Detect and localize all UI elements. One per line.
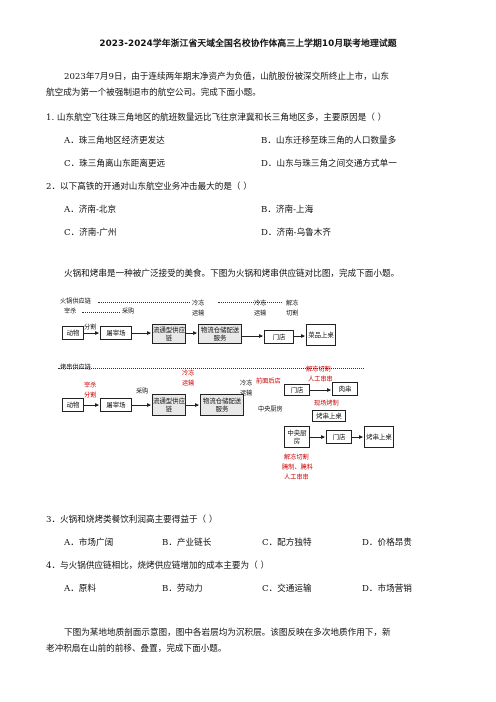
- label-cold2: 冷冻: [254, 300, 267, 307]
- q1-option-c[interactable]: C．珠三角离山东距离更远: [64, 159, 166, 169]
- label-split: 分割: [84, 324, 97, 331]
- q4-option-d[interactable]: D．市场营销: [362, 584, 412, 594]
- intro1-line1: 2023年7月9日，由于连续两年期末净资产为负值，山航股份被深交所终止上市，山东: [64, 72, 389, 82]
- bottom-chain-label: 烤串供应链: [60, 364, 91, 371]
- label-thaw-cut: 解冻切割: [306, 366, 331, 373]
- label-transport1: 运输: [192, 310, 205, 317]
- label-manual2: 人工串串: [284, 474, 309, 481]
- q4-option-c[interactable]: C．交通运输: [262, 584, 312, 594]
- bottom-box-logistics: 物流仓储配送服务: [200, 394, 244, 416]
- box-logistics: 物流仓储配送服务: [198, 324, 242, 344]
- q4-option-b[interactable]: B．劳动力: [162, 584, 203, 594]
- q1-stem: 1. 山东航空飞往珠三角地区的航班数量远比飞往京津冀和长三角地区多，主要原因是（…: [46, 113, 387, 123]
- label-transport2: 运输: [254, 310, 267, 317]
- label-thaw: 解冻: [286, 300, 299, 307]
- label-marinate: 腌制、腌料: [282, 464, 313, 471]
- bottom-label-split: 分割: [84, 392, 97, 399]
- q4-option-a[interactable]: A．原料: [64, 584, 96, 594]
- intro3-line1: 下图为某地地质剖面示意图，图中各岩层均为沉积层。该图反映在多次地质作用下，新: [64, 628, 391, 638]
- bottom-box-store: 门店: [326, 430, 352, 444]
- q3-option-a[interactable]: A．市场广阔: [64, 538, 114, 548]
- box-meat-skewer: 肉串: [332, 382, 358, 396]
- bottom-label-cold1: 冷冻: [182, 370, 195, 377]
- q2-option-a[interactable]: A．济南-北京: [64, 205, 117, 215]
- q3-option-b[interactable]: B．产业链长: [162, 538, 212, 548]
- q2-option-c[interactable]: C．济南-广州: [64, 228, 117, 238]
- box-serve: 菜品上桌: [306, 324, 336, 346]
- bottom-box-slaughterhouse: 屠宰场: [100, 398, 132, 412]
- intro3-line2: 老冲积扇在山前的前移、叠置，完成下面小题。: [46, 644, 227, 654]
- q3-option-c[interactable]: C．配方独特: [262, 538, 312, 548]
- supply-chain-diagram: 火锅供应链 宰杀 采购 冷冻 运输 冷冻 运输 解冻 切割 分割 动物 屠宰场 …: [58, 294, 438, 504]
- bottom-box-store-front: 门店: [284, 384, 310, 396]
- bottom-label-transport1: 运输: [182, 380, 195, 387]
- q1-option-a[interactable]: A．珠三角地区经济更发达: [64, 136, 165, 146]
- bottom-box-animal: 动物: [62, 398, 84, 412]
- bottom-label-cold2: 冷冻: [240, 380, 253, 387]
- label-front-kitchen: 前面后店: [256, 378, 281, 385]
- bottom-box-distributor: 流通型供应链: [152, 394, 186, 416]
- q1-option-b[interactable]: B．山东迁移至珠三角的人口数量多: [261, 136, 397, 146]
- bottom-label-purchase: 采购: [136, 388, 149, 395]
- top-chain-label: 火锅供应链: [60, 298, 91, 305]
- box-serve-top: 烤串上桌: [312, 410, 346, 422]
- q3-stem: 3．火锅和烧烤类餐饮利润高主要得益于（ ）: [46, 515, 218, 525]
- label-slaughter: 宰杀: [64, 308, 77, 315]
- intro1-line2: 航空成为第一个被强制退市的航空公司。完成下面小题。: [46, 88, 261, 98]
- label-grill: 现场烤制: [314, 400, 339, 407]
- q4-stem: 4．与火锅供应链相比，烧烤供应链增加的成本主要为（ ）: [46, 561, 270, 571]
- label-cut: 切割: [286, 310, 299, 317]
- label-manual-skewer: 人工串串: [308, 376, 333, 383]
- box-distributor: 流通型供应链: [152, 324, 186, 344]
- box-central-kitchen: 中央厨房: [284, 426, 310, 448]
- box-slaughterhouse: 屠宰场: [100, 326, 132, 340]
- bottom-box-serve: 烤串上桌: [364, 426, 394, 448]
- q3-option-d[interactable]: D．价格昂贵: [362, 538, 412, 548]
- q1-option-d[interactable]: D．山东与珠三角之间交通方式单一: [261, 159, 397, 169]
- box-store: 门店: [264, 330, 294, 344]
- bottom-label-slaughter: 宰杀: [84, 382, 97, 389]
- box-animal: 动物: [62, 326, 84, 340]
- label-central-kitchen: 中央厨房: [258, 406, 283, 413]
- bottom-label-transport2: 运输: [240, 390, 253, 397]
- label-purchase: 采购: [122, 308, 135, 315]
- label-cold1: 冷冻: [192, 300, 205, 307]
- intro2: 火锅和烤串是一种被广泛接受的美食。下图为火锅和烤串供应链对比图，完成下面小题。: [64, 269, 400, 279]
- q2-stem: 2．以下高铁的开通对山东航空业务冲击最大的是（ ）: [46, 182, 252, 192]
- q2-option-b[interactable]: B．济南-上海: [261, 205, 314, 215]
- q2-option-d[interactable]: D．济南-乌鲁木齐: [261, 228, 331, 238]
- label-thaw2: 解冻切割: [284, 454, 309, 461]
- page-title: 2023-2024学年浙江省天域全国名校协作体高三上学期10月联考地理试题: [99, 39, 397, 49]
